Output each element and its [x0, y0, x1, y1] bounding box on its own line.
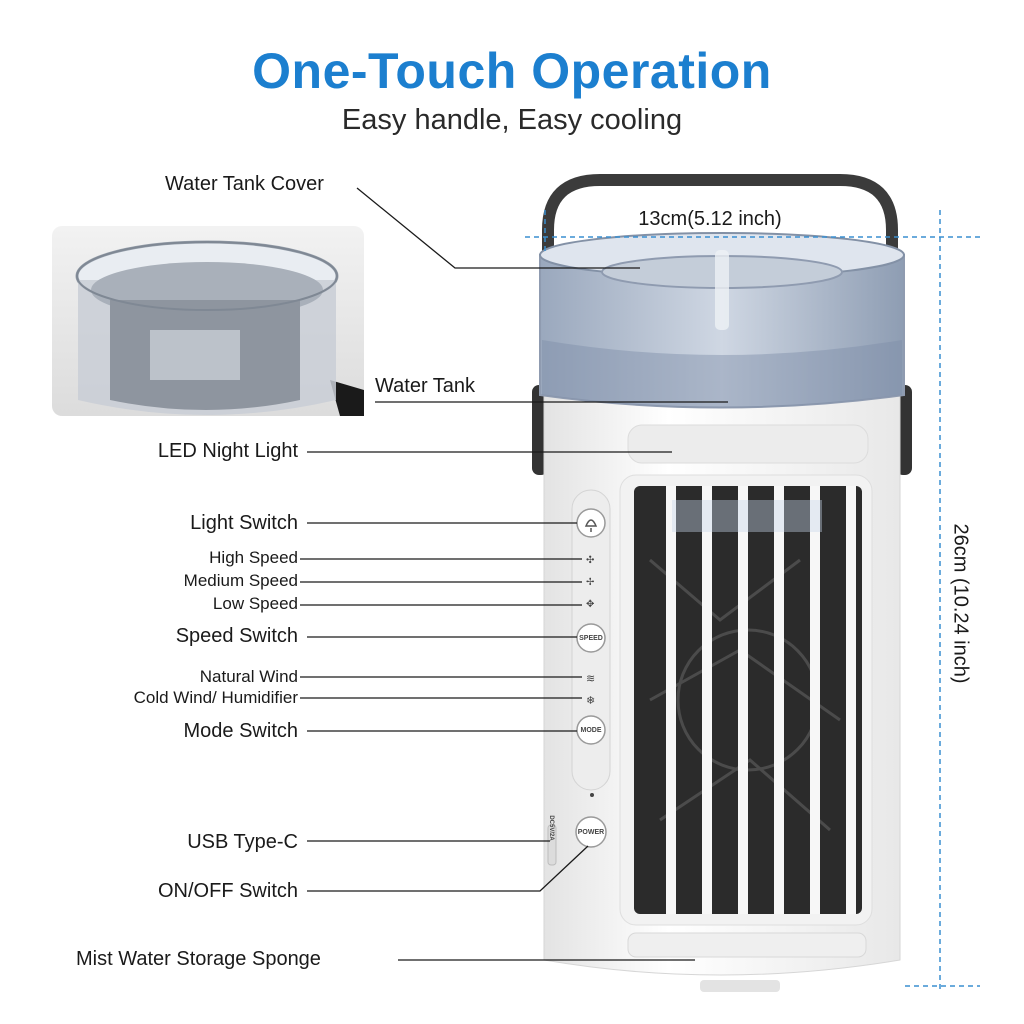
medium-speed-icon: ✢ [586, 577, 594, 588]
led-night-light-bar [627, 424, 869, 464]
label-water-tank: Water Tank [375, 375, 476, 397]
low-speed-icon: ✥ [586, 599, 594, 610]
natural-wind-icon: ≋ [586, 673, 595, 685]
label-light-switch: Light Switch [190, 512, 298, 534]
high-speed-icon: ✣ [586, 555, 594, 566]
label-led-night-light: LED Night Light [157, 440, 298, 462]
mode-switch-button [576, 715, 606, 745]
label-medium-speed: Medium Speed [183, 571, 298, 590]
dimension-lines [525, 210, 980, 990]
usb-port-text: DC5V/2A [548, 815, 554, 841]
label-water-tank-cover: Water Tank Cover [165, 173, 324, 195]
label-cold-wind-humidifier: Cold Wind/ Humidifier [133, 688, 298, 707]
page-subtitle: Easy handle, Easy cooling [341, 104, 683, 136]
water-tank [539, 254, 905, 409]
light-switch-button [576, 508, 606, 538]
power-button-text: POWER [577, 829, 605, 836]
label-usb-type-c: USB Type-C [187, 831, 298, 853]
inset-photo [52, 226, 364, 416]
label-speed-switch: Speed Switch [175, 625, 298, 647]
label-mist-sponge: Mist Water Storage Sponge [76, 948, 321, 970]
carry-handle [542, 174, 898, 256]
page-title: One-Touch Operation [252, 43, 772, 99]
label-natural-wind: Natural Wind [199, 667, 298, 686]
label-high-speed: High Speed [209, 548, 298, 567]
label-mode-switch: Mode Switch [183, 720, 299, 742]
power-button [575, 816, 607, 848]
mist-sponge-slot [627, 932, 867, 958]
speed-button-text: SPEED [579, 635, 603, 642]
label-low-speed: Low Speed [212, 594, 298, 613]
width-dimension: 13cm(5.12 inch) [638, 208, 782, 230]
usb-type-c-port [547, 824, 557, 866]
speed-switch-button [576, 623, 606, 653]
cold-wind-icon: ❄ [586, 695, 595, 707]
height-dimension: 26cm (10.24 inch) [949, 523, 972, 684]
leader-lines [300, 187, 728, 961]
mode-button-text: MODE [580, 727, 602, 734]
indicator-dot [590, 793, 594, 797]
label-on-off-switch: ON/OFF Switch [157, 880, 298, 902]
